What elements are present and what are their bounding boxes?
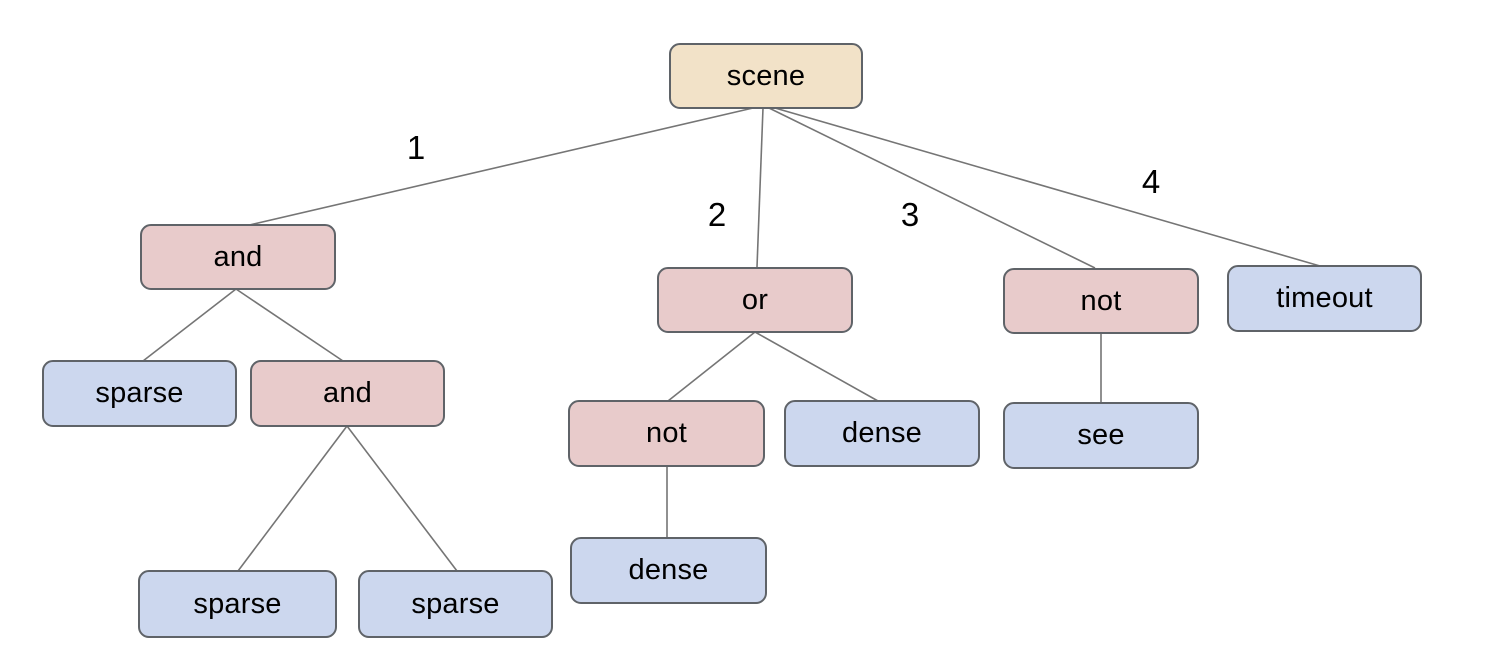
edge-scene-or xyxy=(756,107,764,268)
edge-label-4: 4 xyxy=(1141,163,1161,200)
edge-and-and2 xyxy=(235,288,344,362)
edge-and-sparse xyxy=(142,288,237,362)
edge-scene-timeout xyxy=(774,107,1321,267)
node-not-2: not xyxy=(568,400,765,467)
edge-scene-and xyxy=(240,107,754,228)
edge-label-2: 2 xyxy=(707,196,727,233)
node-and-2: and xyxy=(250,360,445,427)
edge-or-dense xyxy=(754,331,879,402)
node-dense-2: dense xyxy=(570,537,767,604)
node-not-1: not xyxy=(1003,268,1199,334)
node-see: see xyxy=(1003,402,1199,469)
node-sparse-2: sparse xyxy=(138,570,337,638)
edge-scene-not xyxy=(768,107,1096,269)
edge-or-not2 xyxy=(667,331,756,402)
edge-label-3: 3 xyxy=(900,196,920,233)
node-or-1: or xyxy=(657,267,853,333)
node-dense-1: dense xyxy=(784,400,980,467)
edge-and2-sparse2 xyxy=(237,425,348,572)
node-sparse-3: sparse xyxy=(358,570,553,638)
edge-label-1: 1 xyxy=(406,129,426,166)
node-and-1: and xyxy=(140,224,336,290)
node-sparse-1: sparse xyxy=(42,360,237,427)
node-scene: scene xyxy=(669,43,863,109)
node-timeout: timeout xyxy=(1227,265,1422,332)
edge-and2-sparse3 xyxy=(346,425,458,572)
